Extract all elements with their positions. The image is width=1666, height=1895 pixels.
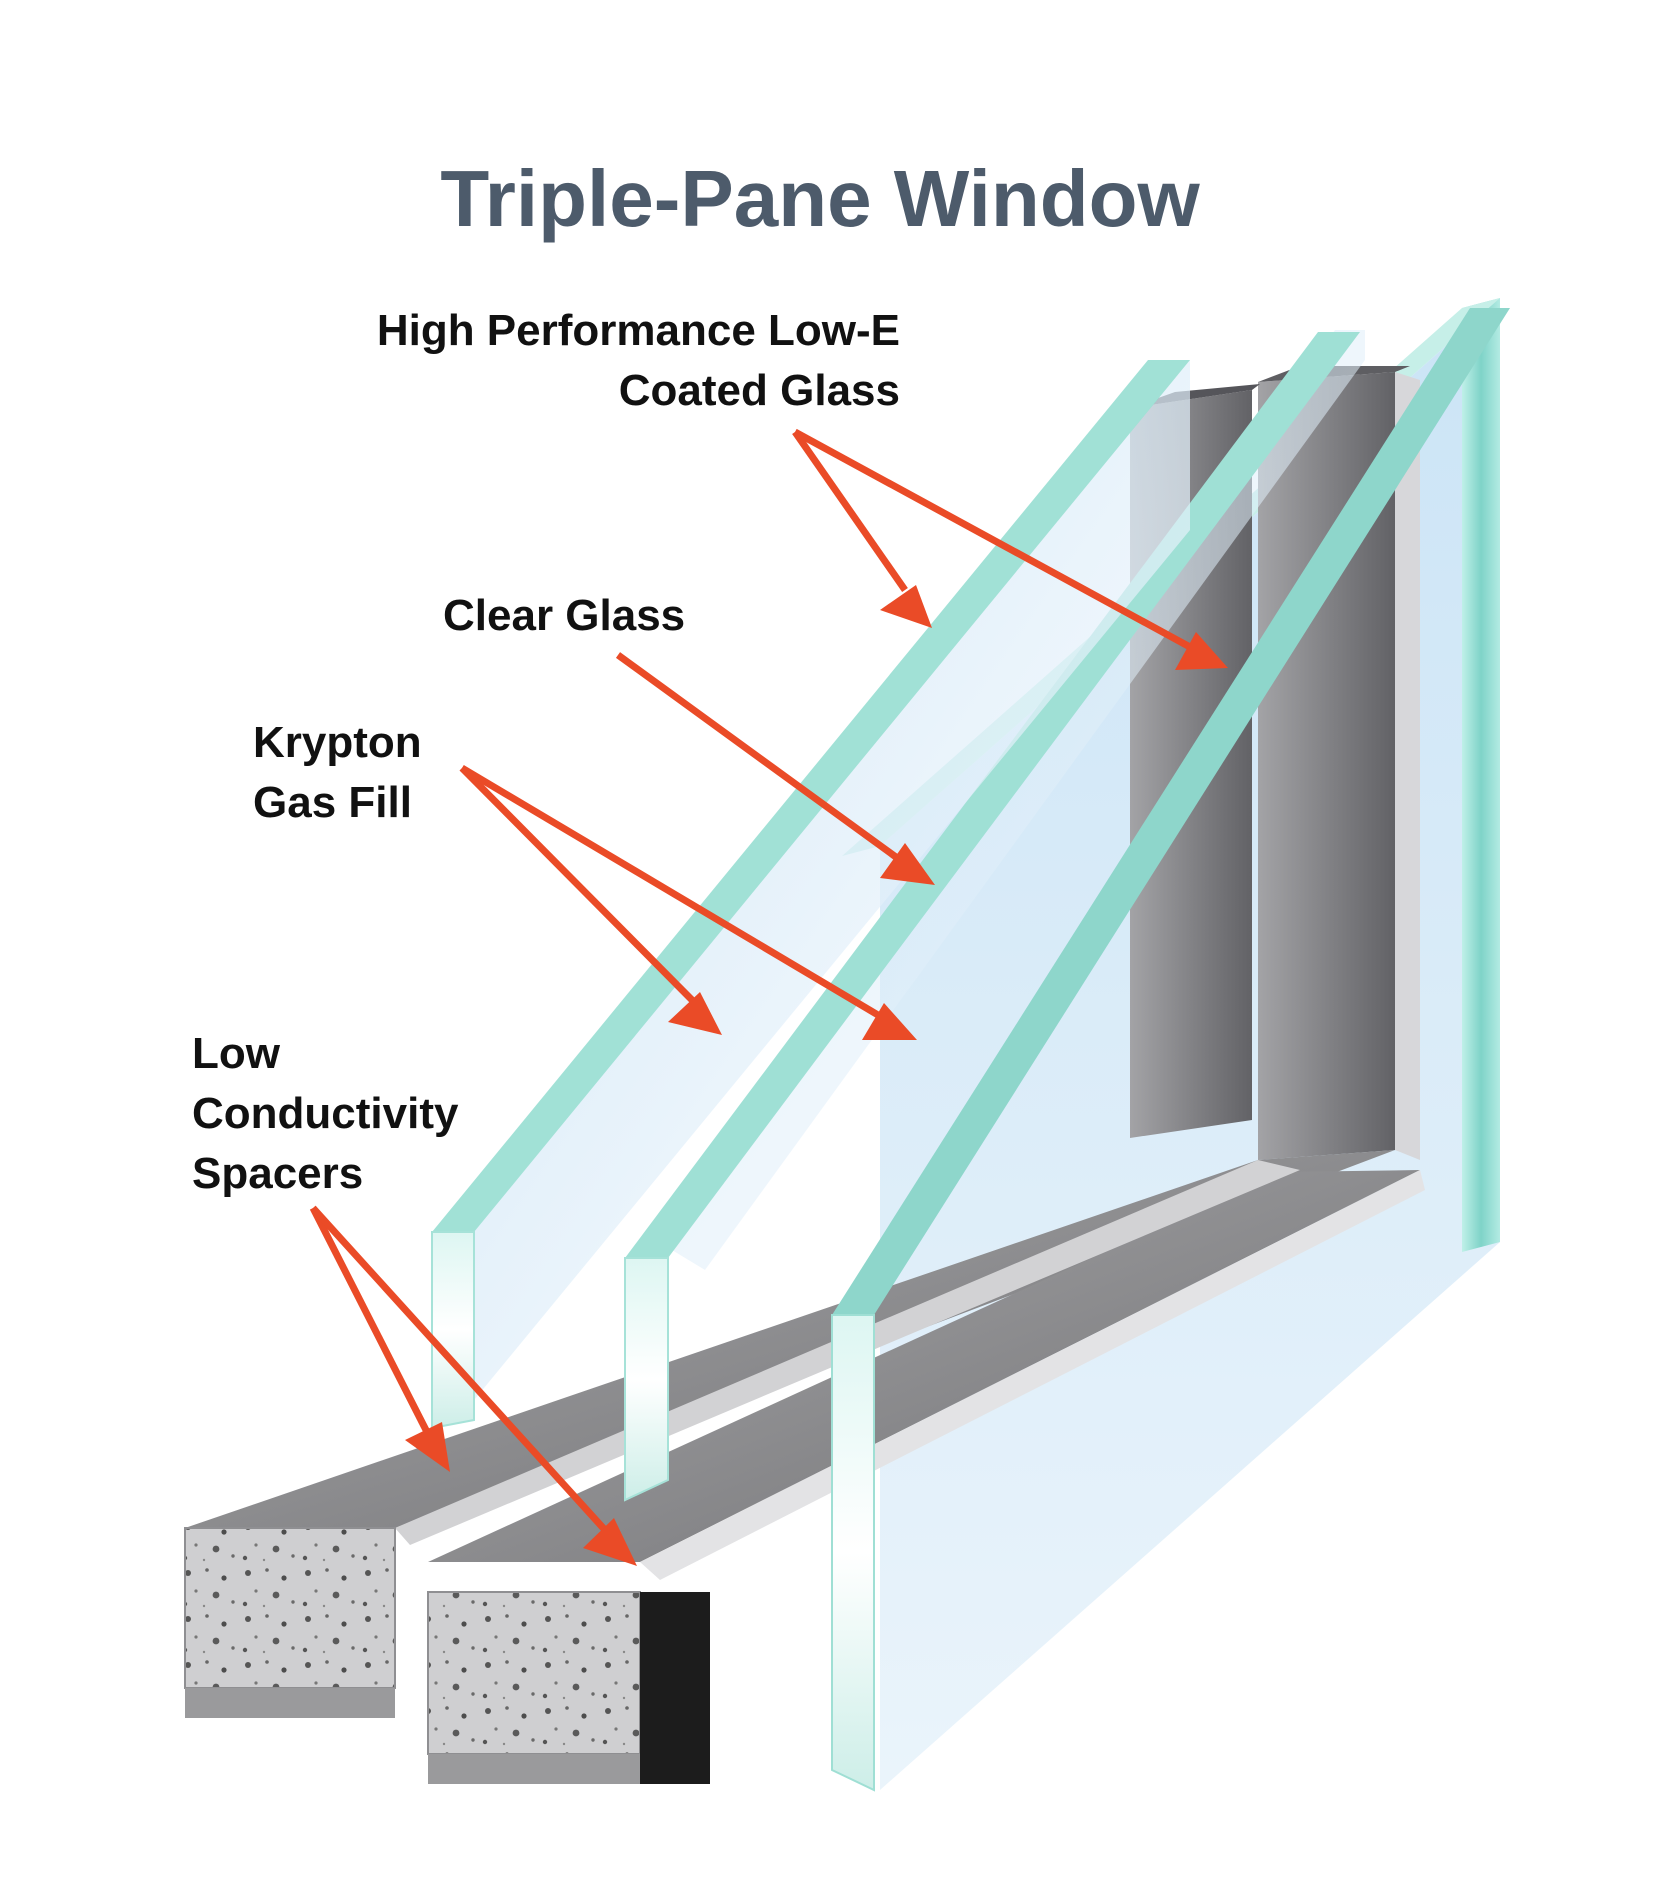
label-spacers-line2: Conductivity (192, 1089, 459, 1138)
spacer-end-caps (184, 1527, 710, 1784)
middle-glass-pane (624, 330, 1365, 1502)
diagram-title: Triple-Pane Window (440, 154, 1200, 243)
label-krypton-line1: Krypton (253, 718, 422, 767)
label-clear-glass: Clear Glass (443, 591, 685, 640)
label-low-e-line2: Coated Glass (619, 366, 900, 415)
annotation-arrows (309, 428, 1228, 1566)
label-krypton-line2: Gas Fill (253, 778, 412, 827)
label-low-e-line1: High Performance Low-E (377, 306, 900, 355)
label-spacers-line1: Low (192, 1029, 281, 1078)
outer-pane-edge (831, 308, 1510, 1792)
label-spacers-line3: Spacers (192, 1149, 363, 1198)
